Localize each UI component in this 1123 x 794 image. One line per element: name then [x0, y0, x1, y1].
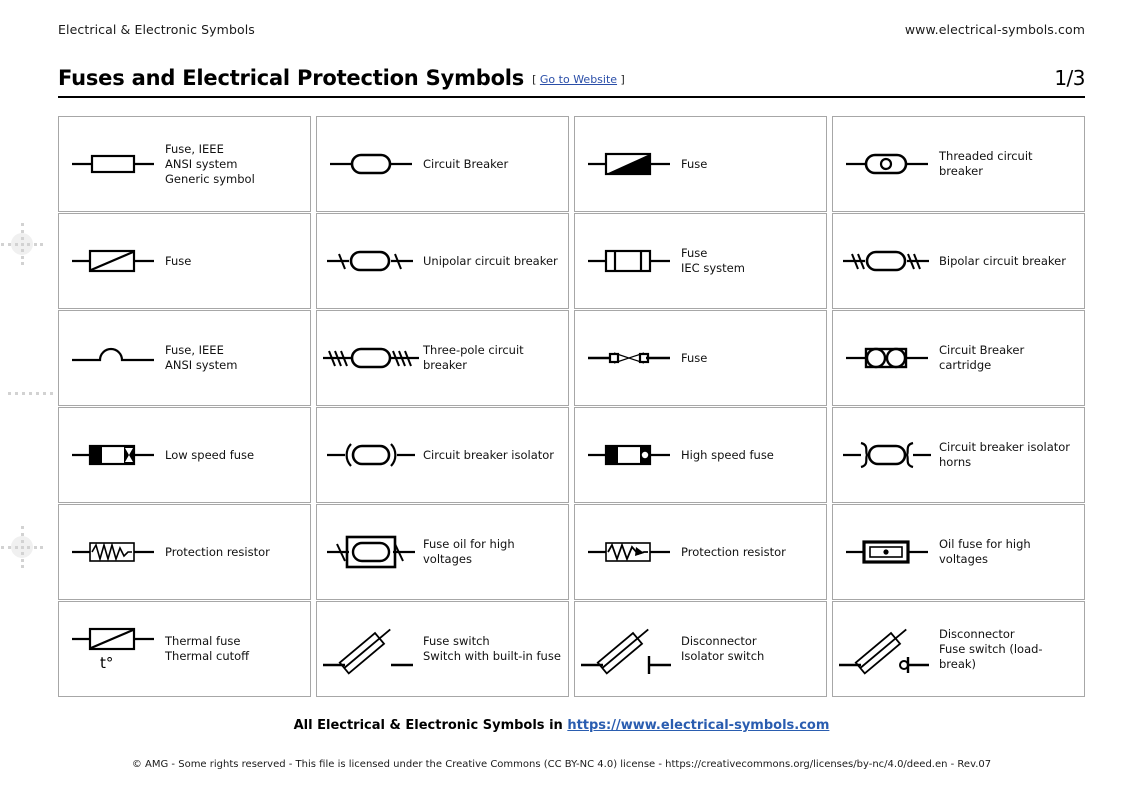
page-number: 1/3	[1054, 66, 1085, 90]
symbol-cell[interactable]: Circuit Breaker	[316, 116, 569, 212]
low-speed-fuse-icon	[67, 425, 159, 485]
symbol-label: Oil fuse for high voltages	[939, 537, 1031, 566]
fuse-oil-high-voltage-icon	[325, 522, 417, 582]
registration-mark-bottom	[0, 525, 44, 569]
symbol-label: Fuse	[681, 350, 708, 365]
symbol-cell[interactable]: Fuse oil for high voltages	[316, 504, 569, 600]
footer-license-text: © AMG - Some rights reserved - This file…	[131, 759, 992, 770]
symbol-cell[interactable]: Bipolar circuit breaker	[832, 213, 1085, 309]
header-brand-text: Electrical & Electronic Symbols	[58, 22, 255, 37]
symbol-cell[interactable]: Circuit breaker isolator horns	[832, 407, 1085, 503]
symbol-grid: Fuse, IEEE ANSI system Generic symbol Ci…	[58, 116, 1085, 697]
go-to-website-link[interactable]: Go to Website	[539, 73, 618, 86]
fuse-ieee-ansi-arc-icon	[67, 328, 159, 388]
symbol-cell[interactable]: Low speed fuse	[58, 407, 311, 503]
high-speed-fuse-icon	[583, 425, 675, 485]
footer-primary: All Electrical & Electronic Symbols in h…	[0, 718, 1123, 733]
symbol-label: Protection resistor	[165, 544, 270, 559]
footer-prefix-text: All Electrical & Electronic Symbols in	[293, 718, 568, 733]
title-divider	[58, 96, 1085, 98]
symbol-cell[interactable]: Disconnector Fuse switch (load-break)	[832, 601, 1085, 697]
symbol-cell[interactable]: Fuse, IEEE ANSI system Generic symbol	[58, 116, 311, 212]
symbol-cell[interactable]: Fuse switch Switch with built-in fuse	[316, 601, 569, 697]
oil-fuse-high-voltage-icon	[841, 522, 933, 582]
registration-mark-middle	[8, 392, 54, 396]
symbol-cell[interactable]: Three-pole circuit breaker	[316, 310, 569, 406]
bracket-open: [	[532, 73, 537, 86]
fuse-switch-icon	[323, 619, 417, 679]
circuit-breaker-isolator-horns-icon	[841, 425, 933, 485]
symbol-label: Fuse oil for high voltages	[423, 537, 515, 566]
fuse-bowtie-icon	[583, 328, 675, 388]
protection-resistor-arrow-icon	[583, 522, 675, 582]
symbol-cell[interactable]: Fuse	[58, 213, 311, 309]
symbol-label: Fuse switch Switch with built-in fuse	[423, 634, 561, 663]
symbol-label: Thermal fuse Thermal cutoff	[165, 634, 250, 663]
registration-mark-top	[0, 222, 44, 266]
title-row: Fuses and Electrical Protection Symbols […	[58, 66, 1085, 96]
symbol-label: Unipolar circuit breaker	[423, 253, 558, 268]
symbol-label: Circuit breaker isolator	[423, 447, 555, 462]
symbol-label: Protection resistor	[681, 544, 786, 559]
circuit-breaker-cartridge-icon	[841, 328, 933, 388]
protection-resistor-zigzag-icon	[67, 522, 159, 582]
disconnector-fuse-switch-load-break-icon	[839, 619, 933, 679]
symbol-label: Fuse	[681, 156, 708, 171]
symbol-cell[interactable]: Fuse IEC system	[574, 213, 827, 309]
symbol-label: Threaded circuit breaker	[939, 149, 1033, 178]
thermal-fuse-icon: t°	[67, 619, 159, 679]
footer-website-link[interactable]: https://www.electrical-symbols.com	[567, 718, 830, 733]
symbol-label: Fuse	[165, 253, 192, 268]
symbol-cell[interactable]: t° Thermal fuse Thermal cutoff	[58, 601, 311, 697]
symbol-label: Three-pole circuit breaker	[423, 343, 524, 372]
symbol-label: Disconnector Fuse switch (load-break)	[939, 626, 1043, 671]
symbol-cell[interactable]: Unipolar circuit breaker	[316, 213, 569, 309]
header-website-text: www.electrical-symbols.com	[904, 22, 1085, 37]
symbol-cell[interactable]: Circuit breaker isolator	[316, 407, 569, 503]
page-title: Fuses and Electrical Protection Symbols	[58, 66, 525, 90]
symbol-label: Fuse IEC system	[681, 246, 745, 275]
fuse-diagonal-icon	[67, 231, 159, 291]
symbol-cell[interactable]: Fuse, IEEE ANSI system	[58, 310, 311, 406]
symbol-label: Circuit Breaker	[423, 156, 509, 171]
fuse-iec-icon	[583, 231, 675, 291]
fuse-triangle-filled-icon	[583, 134, 675, 194]
circuit-breaker-icon	[325, 134, 417, 194]
symbol-label: Circuit breaker isolator horns	[939, 440, 1071, 469]
symbol-label: Fuse, IEEE ANSI system Generic symbol	[165, 141, 255, 186]
symbol-label: Circuit Breaker cartridge	[939, 343, 1025, 372]
bracket-close: ]	[620, 73, 625, 86]
symbol-cell[interactable]: Protection resistor	[58, 504, 311, 600]
disconnector-isolator-switch-icon	[581, 619, 675, 679]
three-pole-circuit-breaker-icon	[323, 328, 419, 388]
symbol-cell[interactable]: High speed fuse	[574, 407, 827, 503]
symbol-cell[interactable]: Circuit Breaker cartridge	[832, 310, 1085, 406]
symbol-label: Bipolar circuit breaker	[939, 253, 1066, 268]
threaded-circuit-breaker-icon	[841, 134, 933, 194]
fuse-ieee-ansi-generic-icon	[67, 134, 159, 194]
symbol-label: Disconnector Isolator switch	[681, 634, 765, 663]
thermal-fuse-sublabel: t°	[100, 654, 113, 672]
symbol-cell[interactable]: Fuse	[574, 116, 827, 212]
unipolar-circuit-breaker-icon	[325, 231, 417, 291]
bipolar-circuit-breaker-icon	[841, 231, 933, 291]
circuit-breaker-isolator-icon	[325, 425, 417, 485]
symbol-label: Fuse, IEEE ANSI system	[165, 343, 238, 372]
symbol-cell[interactable]: Threaded circuit breaker	[832, 116, 1085, 212]
symbol-label: High speed fuse	[681, 447, 774, 462]
symbol-label: Low speed fuse	[165, 447, 255, 462]
symbol-cell[interactable]: Oil fuse for high voltages	[832, 504, 1085, 600]
symbol-cell[interactable]: Fuse	[574, 310, 827, 406]
symbol-cell[interactable]: Disconnector Isolator switch	[574, 601, 827, 697]
go-to-website-wrapper: [ Go to Website ]	[532, 73, 625, 86]
symbol-cell[interactable]: Protection resistor	[574, 504, 827, 600]
